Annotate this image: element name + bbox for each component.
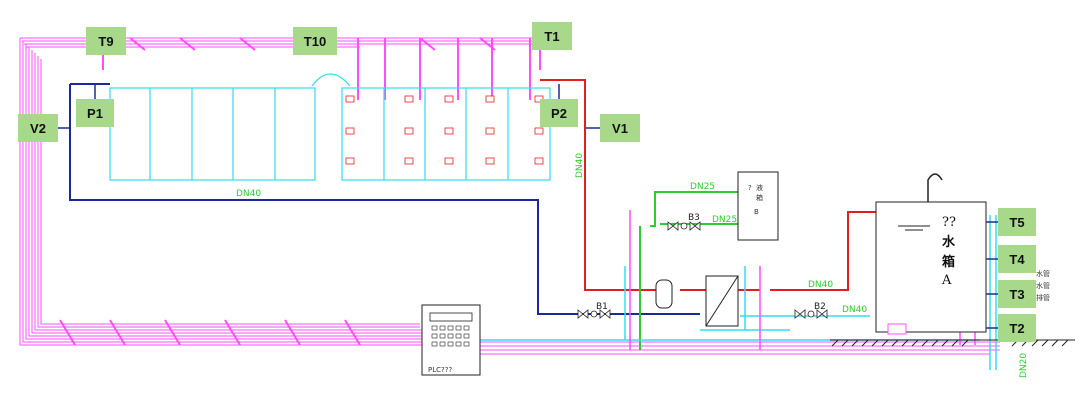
- tag-v1: V1: [600, 114, 640, 142]
- side-label-b: 水管: [1036, 281, 1050, 290]
- tag-t3: T3: [998, 280, 1036, 308]
- tank-b-mark: ?: [748, 184, 752, 192]
- svg-text:V1: V1: [612, 121, 628, 136]
- svg-text:P1: P1: [87, 106, 103, 121]
- side-label-a: 水管: [1036, 269, 1050, 278]
- pipe-label-dn40-return: DN40: [236, 189, 261, 199]
- tag-t5: T5: [998, 208, 1036, 236]
- tag-t2: T2: [998, 314, 1036, 342]
- pipe-label-dn40-cyan: DN40: [842, 305, 867, 315]
- pink-lines: [629, 210, 976, 350]
- tank-a-line1: 水: [942, 234, 956, 250]
- ground-line: [830, 339, 1075, 347]
- tank-a-line2: 箱: [942, 254, 955, 270]
- tank-b-line2: 箱: [756, 193, 763, 202]
- svg-text:T2: T2: [1009, 321, 1024, 336]
- tag-connectors: [58, 84, 998, 329]
- heat-exchanger: [705, 275, 739, 327]
- tag-p1: P1: [76, 99, 114, 127]
- tag-t1: T1: [532, 22, 572, 50]
- side-label-c: 排管: [1036, 293, 1050, 302]
- valve-b3: [667, 221, 701, 231]
- valve-label-b3: B3: [688, 213, 700, 223]
- svg-text:T4: T4: [1009, 252, 1025, 267]
- pipe-label-dn40-vertical: DN40: [575, 153, 585, 178]
- svg-text:T1: T1: [544, 29, 559, 44]
- valve-b2: [794, 309, 828, 319]
- expansion-vessel: [655, 279, 673, 309]
- svg-text:T5: T5: [1009, 215, 1024, 230]
- tank-a-letter: A: [941, 273, 952, 288]
- wiring-bundle: [19, 37, 1000, 355]
- tank-cells: [109, 73, 551, 181]
- tag-p2: P2: [540, 99, 578, 127]
- valve-label-b1: B1: [596, 302, 608, 312]
- plc-cabinet: [421, 304, 481, 376]
- tag-t4: T4: [998, 245, 1036, 273]
- pipe-label-dn25-top: DN25: [690, 182, 715, 192]
- tank-b: [737, 171, 779, 241]
- tag-t10: T10: [293, 27, 337, 55]
- svg-text:T3: T3: [1009, 287, 1024, 302]
- cell-sensors: [345, 95, 544, 165]
- svg-text:T10: T10: [304, 34, 326, 49]
- svg-text:V2: V2: [30, 121, 46, 136]
- valve-b1: [577, 309, 611, 319]
- plc-label: PLC???: [428, 366, 452, 374]
- tag-v2: V2: [18, 114, 58, 142]
- wiring-dashes: [59, 37, 496, 346]
- valve-label-b2: B2: [814, 302, 826, 312]
- svg-text:T9: T9: [98, 34, 113, 49]
- tank-a: [875, 173, 987, 335]
- pipe-label-dn20: DN20: [1019, 353, 1029, 378]
- tank-b-line1: 液: [756, 183, 763, 192]
- blue-return-pipe: [69, 83, 700, 315]
- tag-t9: T9: [86, 27, 126, 55]
- tank-b-letter: B: [754, 208, 759, 216]
- tank-a-mark: ??: [942, 215, 956, 230]
- pipe-label-dn25-mid: DN25: [712, 215, 737, 225]
- svg-text:P2: P2: [551, 106, 567, 121]
- pipe-label-dn40-red: DN40: [808, 280, 833, 290]
